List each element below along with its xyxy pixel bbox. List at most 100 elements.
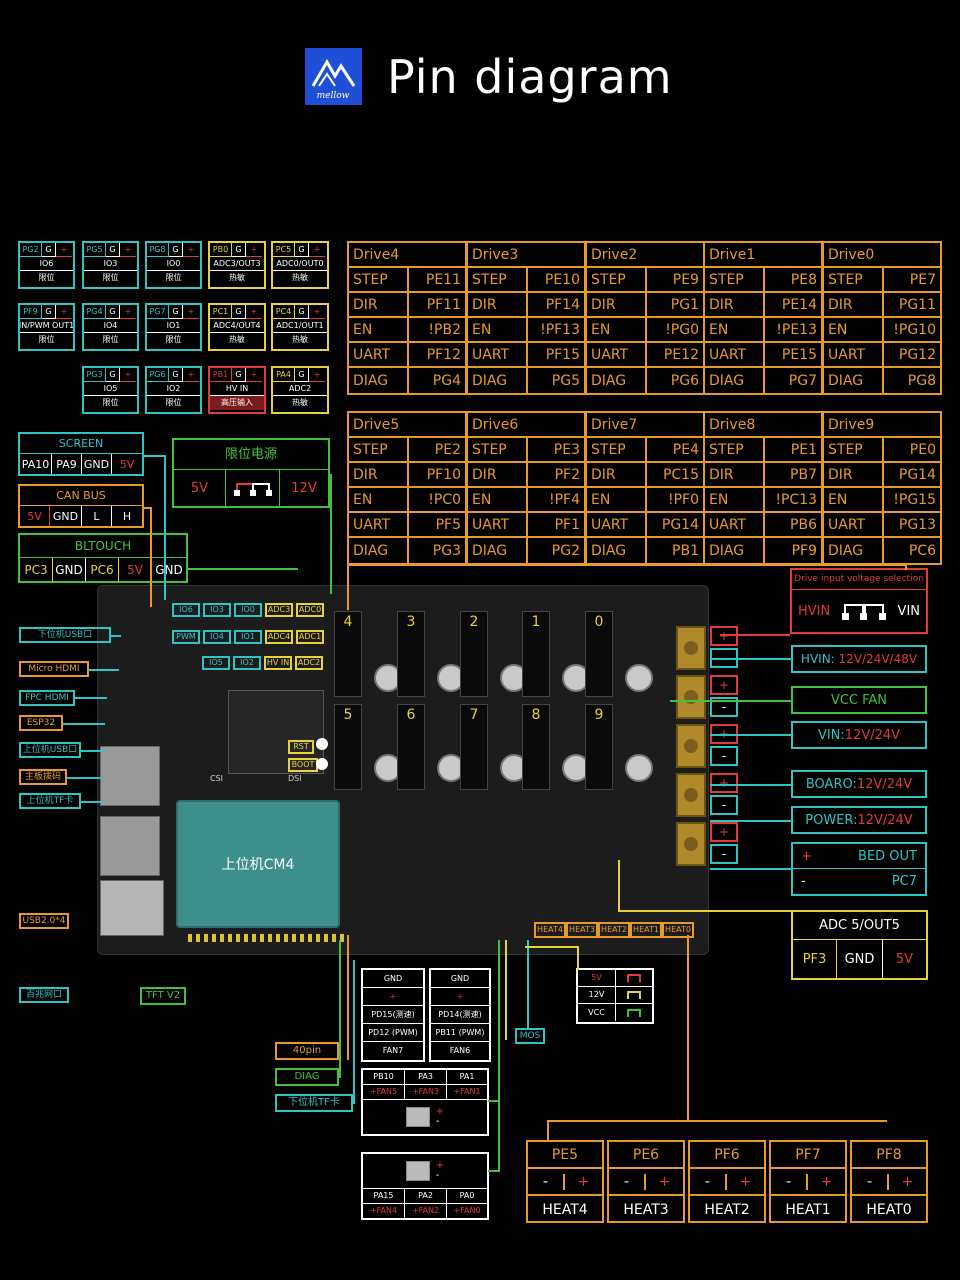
io-function: 限位 — [165, 398, 182, 407]
driver-slot[interactable]: 5 — [334, 704, 362, 790]
gpio-header — [188, 934, 348, 942]
drive-signal: STEP — [705, 438, 765, 461]
fan-select-row: VCC — [578, 1004, 652, 1021]
drive-signal: UART — [824, 343, 884, 366]
io-pin: PB0 — [210, 243, 232, 257]
io-name: IO2 — [147, 382, 200, 396]
io-pin: PG2 — [20, 243, 42, 257]
io-function: 限位 — [38, 335, 55, 344]
io-ground: G — [106, 368, 120, 382]
jumper-icon — [616, 1004, 652, 1021]
connector-line — [111, 635, 121, 637]
driver-slot[interactable]: 7 — [460, 704, 488, 790]
fan-row: GND — [363, 970, 423, 988]
driver-slot[interactable]: 3 — [397, 611, 425, 697]
driver-slot[interactable]: 2 — [460, 611, 488, 697]
drive-signal: DIAG — [824, 538, 884, 563]
fan-select-row: 12V — [578, 987, 652, 1004]
page-title: Pin diagram — [387, 50, 673, 104]
driver-slot[interactable]: 9 — [585, 704, 613, 790]
driver-slot[interactable]: 4 — [334, 611, 362, 697]
jumper-icon — [841, 604, 886, 620]
screw-terminal[interactable] — [676, 773, 706, 817]
io-pin: PF9 — [20, 305, 42, 319]
driver-slot-number: 5 — [343, 707, 353, 723]
io-function: 限位 — [165, 273, 182, 282]
board-io-label: ADC2 — [295, 656, 323, 670]
heater-minus: - — [852, 1173, 889, 1190]
heater-polarity: -+ — [528, 1169, 602, 1196]
drive-pin: PG11 — [898, 296, 936, 313]
io-pin: PG6 — [147, 368, 169, 382]
screw-terminal[interactable] — [676, 822, 706, 866]
fan-name: +FAN0 — [453, 1206, 481, 1215]
drive-title: Drive5 — [349, 413, 465, 438]
terminal-minus: - — [710, 697, 738, 717]
drive-row: EN!PC13 — [705, 488, 821, 513]
drive-pin: PG12 — [898, 346, 936, 363]
fan-plus: + — [435, 1160, 445, 1171]
drive-voltage-right: VIN — [897, 603, 920, 619]
fan-pin: PA2 — [405, 1189, 447, 1203]
drive-signal: DIAG — [349, 368, 409, 393]
driver-slot[interactable]: 8 — [522, 704, 550, 790]
drive-title: Drive7 — [587, 413, 703, 438]
drive-pin: PE3 — [553, 441, 580, 458]
bltouch-pin: GND — [53, 558, 86, 581]
drive-pin: PG7 — [788, 372, 817, 389]
screw-terminal[interactable] — [676, 724, 706, 768]
driver-slot[interactable]: 1 — [522, 611, 550, 697]
board-heat-label: HEAT1 — [630, 922, 662, 938]
screw-terminal[interactable] — [676, 626, 706, 670]
vin-key: VIN: — [817, 727, 845, 743]
screen-table: SCREEN PA10 PA9 GND 5V — [18, 432, 144, 476]
heater-table: PF6-+HEAT2 — [688, 1140, 766, 1223]
board-heat-label: HEAT4 — [534, 922, 566, 938]
fan-sign-group: +- — [436, 1161, 444, 1181]
fan-connector: +- — [363, 1154, 487, 1188]
screw-terminal[interactable] — [676, 675, 706, 719]
boot-button[interactable]: BOOT — [288, 758, 318, 772]
terminal-minus: - — [710, 795, 738, 815]
io-ground: G — [169, 243, 183, 257]
drive-signal: DIAG — [587, 538, 647, 563]
drive-pin: PB6 — [790, 516, 817, 533]
drive-title: Drive1 — [705, 243, 821, 268]
hvin-key: HVIN: — [800, 652, 835, 666]
driver-slot[interactable]: 0 — [585, 611, 613, 697]
vin-value: 12V/24V — [844, 727, 901, 743]
rst-button[interactable]: RST — [288, 740, 314, 754]
drive-signal: EN — [468, 318, 528, 341]
mcu-chip — [228, 690, 324, 774]
board-io-label: IO2 — [233, 656, 261, 670]
drive-pin: PE10 — [544, 271, 580, 288]
drive-pin: PE14 — [781, 296, 817, 313]
driver-slot-number: 4 — [343, 614, 353, 630]
drive-pin: PF12 — [426, 346, 461, 363]
driver-slot[interactable]: 6 — [397, 704, 425, 790]
drive-signal: STEP — [824, 268, 884, 291]
drive-pin: !PE13 — [776, 321, 817, 338]
drive-row: EN!PF13 — [468, 318, 584, 343]
boot-switch-icon — [316, 758, 328, 770]
heater-minus: - — [690, 1173, 727, 1190]
drive-signal: DIR — [587, 293, 647, 316]
io-pin: PC1 — [210, 305, 232, 319]
